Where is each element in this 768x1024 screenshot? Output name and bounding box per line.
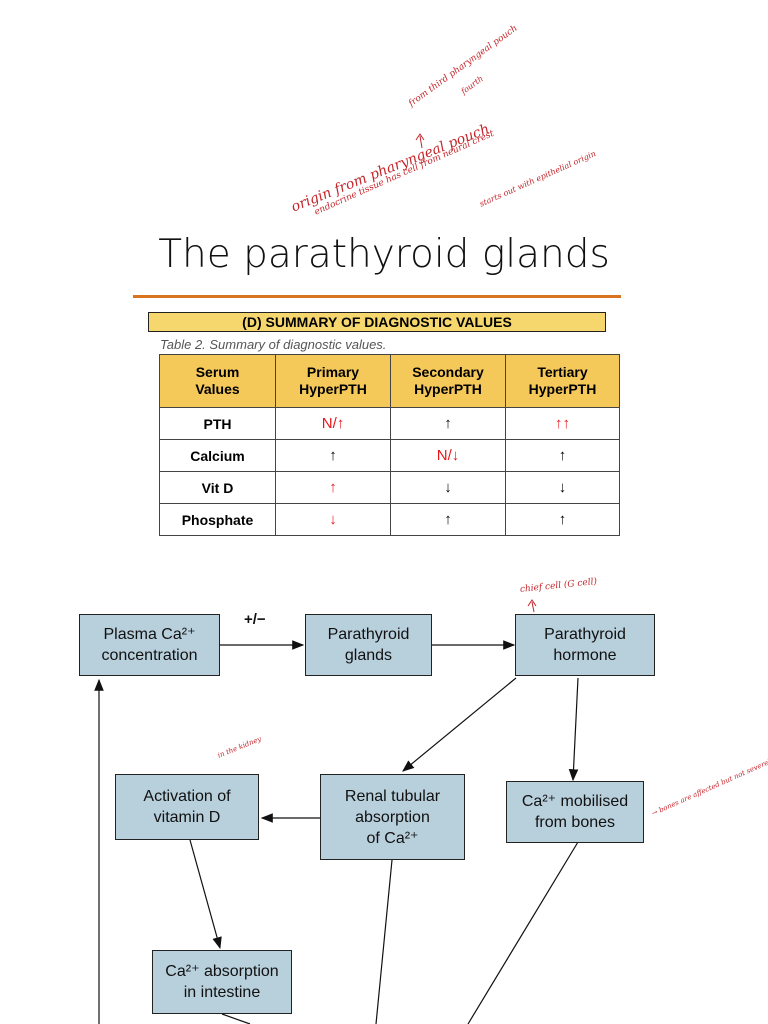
renal-tubular-absorption-box: Renal tubular absorption of Ca²⁺ [320, 774, 465, 860]
line-bones-down [467, 841, 579, 1024]
table-cell: ↓ [275, 503, 391, 536]
section-header: (D) SUMMARY OF DIAGNOSTIC VALUES [148, 312, 606, 332]
vitamin-d-activation-box: Activation of vitamin D [115, 774, 259, 840]
table-cell: ↑ [390, 503, 506, 536]
line-intestine-down [221, 1013, 251, 1024]
intestinal-absorption-box: Ca²⁺ absorption in intestine [152, 950, 292, 1014]
table-row: Calcium↑N/↓↑ [159, 439, 620, 472]
table-cell: ↑↑ [505, 407, 620, 440]
plasma-calcium-box: Plasma Ca²⁺ concentration [79, 614, 220, 676]
line-renal-down [375, 859, 393, 1024]
handwritten-arrow [415, 133, 425, 149]
parathyroid-hormone-box: Parathyroid hormone [515, 614, 655, 676]
table-caption: Table 2. Summary of diagnostic values. [160, 337, 387, 352]
arrow-activation-to-intestine [189, 839, 222, 950]
page-title: The parathyroid glands [158, 232, 610, 277]
arrow-hormone-to-renal [402, 677, 517, 772]
arrow-hormone-to-bones [568, 677, 579, 782]
calcium-bone-mobilisation-box: Ca²⁺ mobilised from bones [506, 781, 644, 843]
feedback-label: +/− [244, 611, 266, 628]
parathyroid-glands-box: Parathyroid glands [305, 614, 432, 676]
table-cell: ↓ [390, 471, 506, 504]
row-label: Calcium [159, 439, 276, 472]
title-rule [133, 295, 621, 298]
table-row: Phosphate↓↑↑ [159, 503, 620, 536]
row-label: Phosphate [159, 503, 276, 536]
table-cell: ↑ [505, 439, 620, 472]
row-label: Vit D [159, 471, 276, 504]
row-label: PTH [159, 407, 276, 440]
table-cell: ↑ [505, 503, 620, 536]
handwritten-arrow [527, 599, 537, 613]
